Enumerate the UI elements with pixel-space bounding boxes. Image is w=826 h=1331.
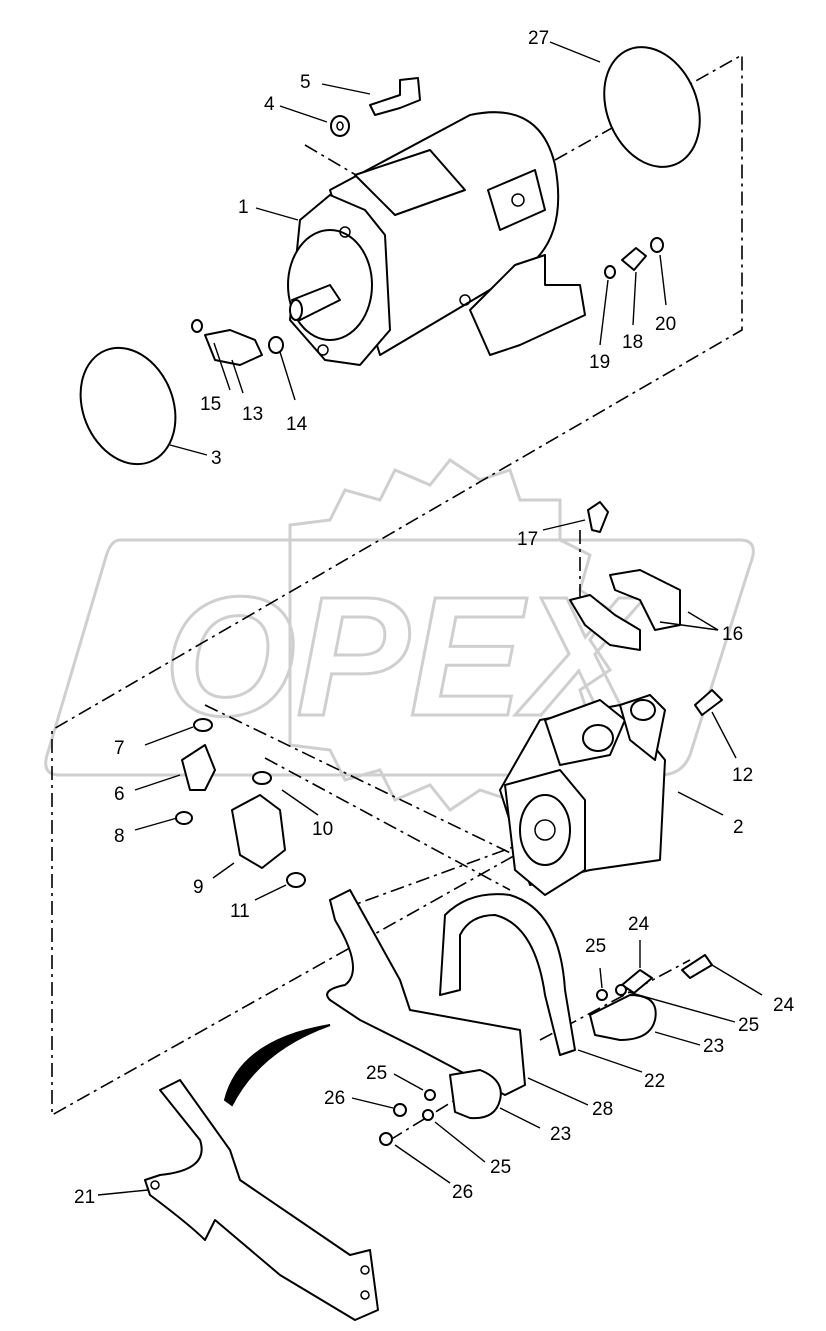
callout-25-upper: 25 (585, 936, 606, 957)
motor-assembly (287, 111, 586, 366)
bolt-17 (587, 501, 609, 533)
callout-labels: 27 5 4 1 15 13 14 3 19 18 20 17 16 12 2 … (74, 28, 795, 1208)
pump-inlet-port (630, 699, 656, 721)
bracket-21-hole-1 (150, 1180, 160, 1190)
washer-25-a (596, 989, 608, 1001)
leader-lines (97, 41, 763, 1196)
o-ring-15 (191, 319, 203, 333)
nut-26-a (393, 1103, 407, 1117)
bracket-28 (326, 889, 526, 1096)
washer-4 (330, 115, 350, 137)
callout-20: 20 (655, 314, 676, 335)
o-ring-8 (175, 811, 193, 825)
callout-21: 21 (74, 1187, 95, 1208)
callout-14: 14 (286, 414, 308, 435)
callout-12: 12 (732, 765, 753, 786)
clamp-16-lower (569, 594, 641, 651)
callout-24-right: 24 (773, 995, 795, 1016)
callout-7: 7 (114, 738, 125, 759)
o-ring-19 (604, 265, 616, 279)
o-ring-11 (286, 872, 306, 888)
axis-line-fittings (204, 704, 526, 861)
flange-hole-bottom (317, 344, 329, 356)
callout-24-upper: 24 (628, 914, 650, 935)
o-ring-27 (603, 46, 701, 168)
callout-4: 4 (264, 94, 275, 115)
washer-25-c (424, 1089, 436, 1101)
terminal-box (354, 149, 466, 216)
callout-17: 17 (517, 529, 538, 550)
callout-16: 16 (722, 624, 743, 645)
callout-1: 1 (238, 197, 249, 218)
washer-25-d (422, 1109, 434, 1121)
bracket-22 (439, 893, 576, 1056)
callout-22: 22 (644, 1071, 665, 1092)
o-ring-3 (79, 346, 177, 466)
callout-2: 2 (733, 817, 744, 838)
callout-19: 19 (589, 352, 610, 373)
callout-26-left: 26 (324, 1088, 345, 1109)
callout-15: 15 (200, 394, 221, 415)
bolt-12 (694, 689, 723, 716)
pump-assembly (499, 694, 666, 896)
o-ring-10 (252, 771, 272, 785)
body-hole (459, 294, 471, 306)
motor-shaft-end (289, 299, 303, 321)
bracket-21 (144, 1079, 379, 1321)
o-ring-20 (650, 237, 664, 253)
callout-25-right: 25 (738, 1015, 759, 1036)
pump-shaft (534, 819, 556, 841)
o-ring-14 (268, 336, 284, 354)
strap-23-lower (449, 1069, 502, 1120)
motor-foot (469, 254, 586, 356)
callout-28: 28 (592, 1099, 613, 1120)
bolt-24-b (681, 954, 713, 979)
bracket-21-hole-2 (360, 1265, 370, 1275)
clamp-16-upper (609, 569, 681, 631)
elbow-fitting-9 (231, 794, 286, 869)
callout-13: 13 (242, 404, 263, 425)
callout-23-right: 23 (703, 1036, 724, 1057)
nut-26-b (379, 1132, 393, 1146)
strap-23-right (589, 994, 657, 1041)
end-plate-hole (511, 193, 525, 207)
end-plate (487, 169, 546, 231)
fitting-6 (181, 744, 216, 791)
elbow-fitting-13 (204, 329, 263, 366)
callout-9: 9 (193, 877, 204, 898)
watermark-gear (288, 457, 613, 813)
bolt-5 (369, 77, 421, 116)
callout-18: 18 (622, 332, 643, 353)
callout-25-left: 25 (366, 1063, 387, 1084)
callout-3: 3 (211, 448, 222, 469)
fitting-18 (621, 247, 647, 271)
pump-outlet-port (582, 724, 614, 752)
axis-line-fittings-2 (264, 757, 511, 891)
callout-10: 10 (312, 819, 333, 840)
callout-5: 5 (300, 72, 311, 93)
bracket-21-hole-3 (360, 1290, 370, 1300)
flange-hole-top (339, 226, 351, 238)
callout-25-lower: 25 (490, 1157, 511, 1178)
swap-arrow-icon (223, 1024, 331, 1107)
callout-26-lower: 26 (452, 1182, 473, 1203)
callout-6: 6 (114, 784, 125, 805)
callout-8: 8 (114, 826, 125, 847)
o-ring-7 (193, 718, 213, 732)
washer-25-b (615, 984, 627, 996)
washer-4-hole (336, 121, 344, 131)
pump-port (519, 794, 571, 866)
bolt-24-a (621, 969, 653, 994)
callout-27: 27 (528, 28, 549, 49)
callout-23-lower: 23 (550, 1124, 571, 1145)
callout-11: 11 (230, 901, 250, 922)
